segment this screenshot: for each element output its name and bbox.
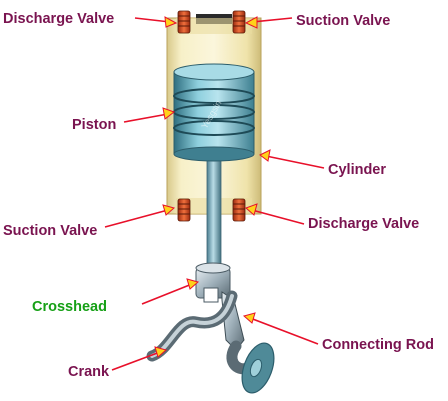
arrow-cylinder (259, 149, 325, 169)
label-discharge-valve-top: Discharge Valve (3, 11, 114, 27)
label-suction-valve-bottom: Suction Valve (3, 223, 97, 239)
piston-icon: Yesgsin (173, 63, 255, 162)
label-crank: Crank (68, 364, 110, 380)
label-crosshead: Crosshead (32, 299, 107, 315)
suction-valve-bottom-icon (177, 198, 191, 222)
arrow-piston (123, 107, 176, 123)
label-connecting-rod: Connecting Rod (322, 337, 434, 353)
label-suction-valve-top: Suction Valve (296, 13, 390, 29)
suction-valve-top-icon (232, 10, 246, 34)
label-discharge-valve-bottom: Discharge Valve (308, 216, 419, 232)
arrow-discharge-valve-top (134, 16, 178, 28)
arrow-crank (111, 346, 168, 371)
label-cylinder: Cylinder (328, 162, 386, 178)
arrow-suction-valve-top (244, 16, 293, 29)
crosshead-icon (195, 262, 231, 303)
discharge-valve-bottom-icon (232, 198, 246, 222)
discharge-valve-top-icon (177, 10, 191, 34)
arrow-connecting-rod (242, 312, 319, 345)
label-piston: Piston (72, 117, 116, 133)
arrow-suction-valve-bottom (104, 204, 176, 228)
arrow-crosshead (141, 278, 200, 305)
crank-icon (146, 290, 275, 394)
arrow-discharge-valve-bottom (245, 203, 305, 225)
piston-rod (206, 149, 222, 269)
